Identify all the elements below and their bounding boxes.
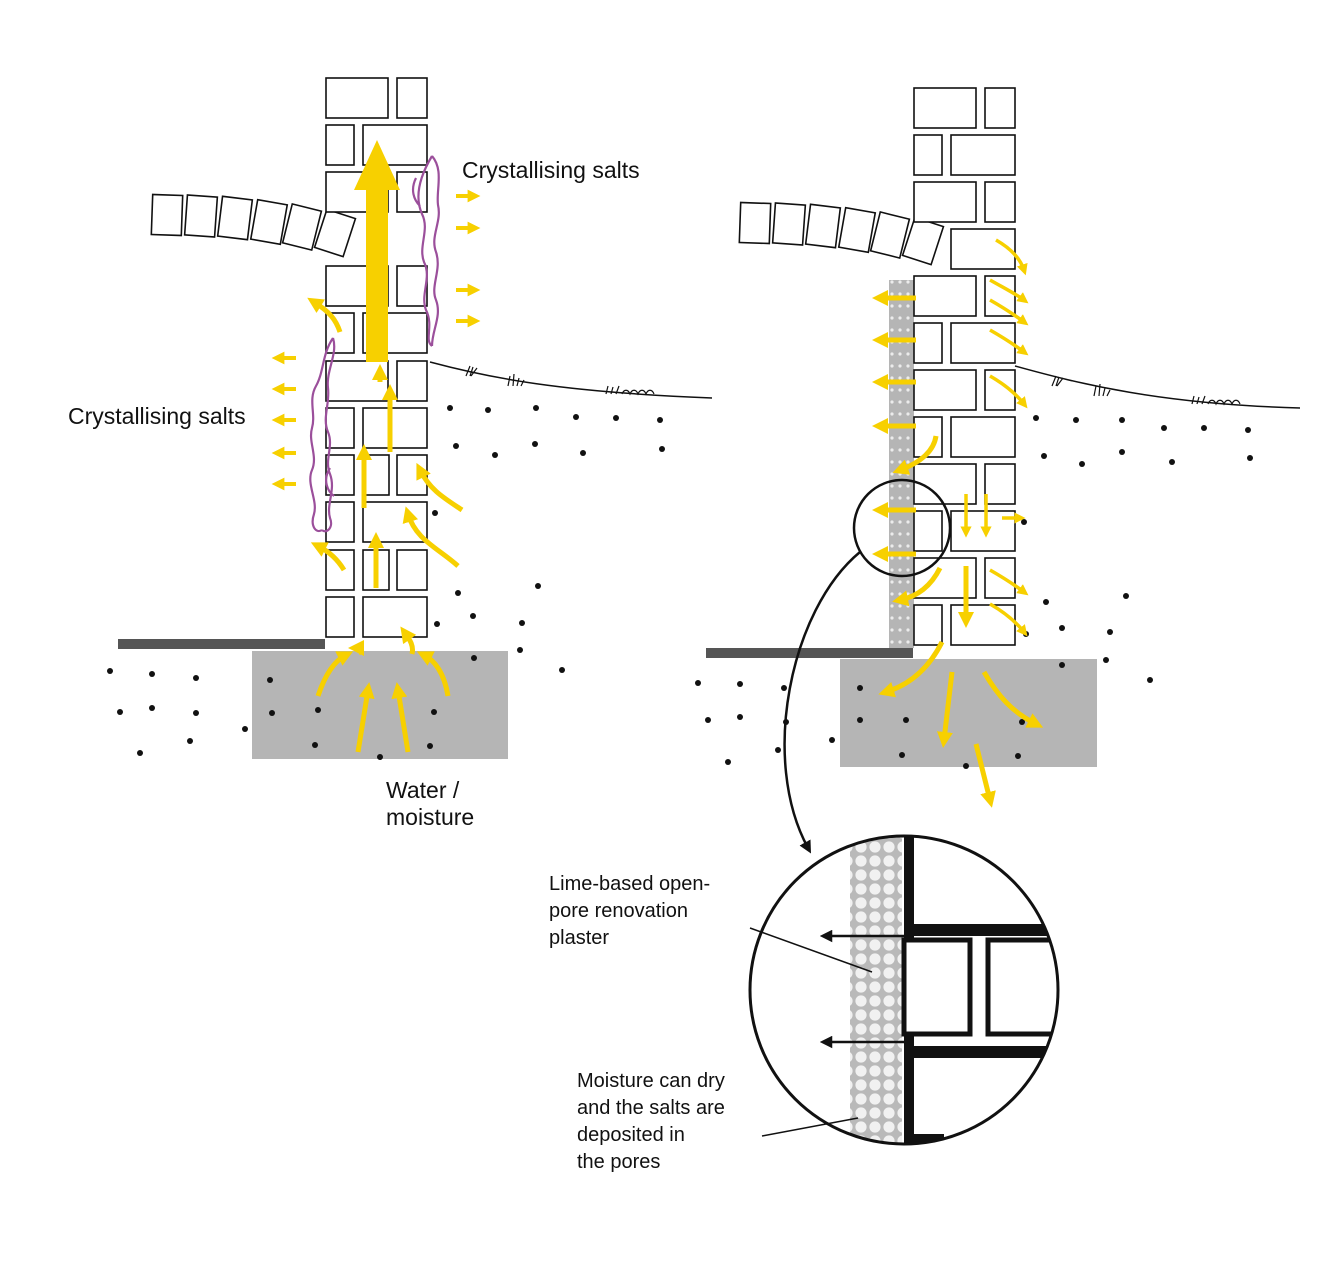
arch-right <box>738 201 945 266</box>
deposit-leader-line <box>761 1117 859 1137</box>
label-crystallising-salts-left: Crystallising salts <box>68 403 246 429</box>
moisture-flow-arrows-right <box>957 238 1029 637</box>
label-salts-deposited: Moisture can dry and the salts are depos… <box>577 1070 725 1173</box>
moisture-flow-arrows <box>307 297 464 753</box>
left-wall-diagram <box>107 77 713 760</box>
magnifier-circle <box>852 478 952 578</box>
zoom-plaster <box>850 836 902 1144</box>
soil-particles <box>107 405 665 760</box>
brick-wall <box>325 77 428 638</box>
right-wall-diagram <box>695 87 1301 854</box>
plaster-leader-line <box>749 927 873 973</box>
arch <box>150 193 357 258</box>
label-crystallising-salts-right: Crystallising salts <box>462 157 640 183</box>
zoom-pointer-line <box>783 551 861 854</box>
foundation <box>252 651 508 759</box>
salt-crystallisation-lines <box>309 155 440 533</box>
ground-line-right <box>1014 365 1301 409</box>
ground-line <box>429 361 713 399</box>
brick-wall-right <box>913 87 1016 646</box>
damp-proof-course-right <box>706 648 913 658</box>
drying-arrows-outward <box>871 289 1044 808</box>
zoom-drying-arrows <box>819 929 904 1049</box>
damp-proof-course <box>118 639 325 649</box>
grass-tufts <box>465 365 655 396</box>
capillary-rise-arrow <box>354 140 400 362</box>
evaporation-arrows <box>271 189 481 491</box>
label-renovation-plaster: Lime-based open- pore renovation plaster <box>549 873 711 949</box>
label-water-moisture: Water / moisture <box>386 777 475 830</box>
grass-tufts-right <box>1051 375 1241 406</box>
soil-particles-right <box>695 415 1253 769</box>
foundation-right <box>840 659 1097 767</box>
zoom-detail <box>748 834 1060 1146</box>
